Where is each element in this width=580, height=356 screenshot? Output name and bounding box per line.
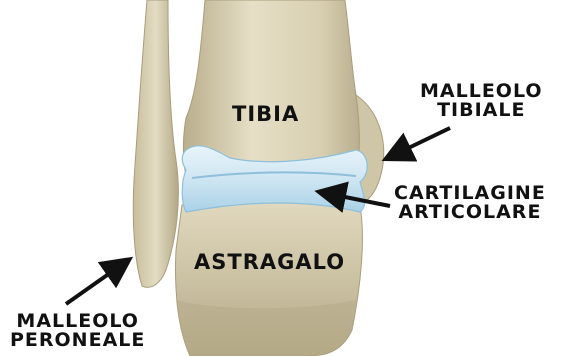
label-astragalo: ASTRAGALO [194,252,345,273]
label-malleolo-peroneale: MALLEOLO PERONEALE [10,312,145,350]
talus-lower-shadow [176,300,356,356]
label-malleolo-tibiale: MALLEOLO TIBIALE [420,82,543,120]
label-malleolo-tibiale-line2: TIBIALE [420,101,543,120]
label-malleolo-peroneale-line2: PERONEALE [10,331,145,350]
label-cartilagine-line2: ARTICOLARE [394,203,546,222]
arrow-malleolo-tibiale [396,128,450,154]
fibula-bone [133,0,178,287]
label-tibia: TIBIA [232,104,299,125]
arrow-malleolo-peroneale [66,266,120,304]
label-cartilagine-articolare: CARTILAGINE ARTICOLARE [394,184,546,222]
